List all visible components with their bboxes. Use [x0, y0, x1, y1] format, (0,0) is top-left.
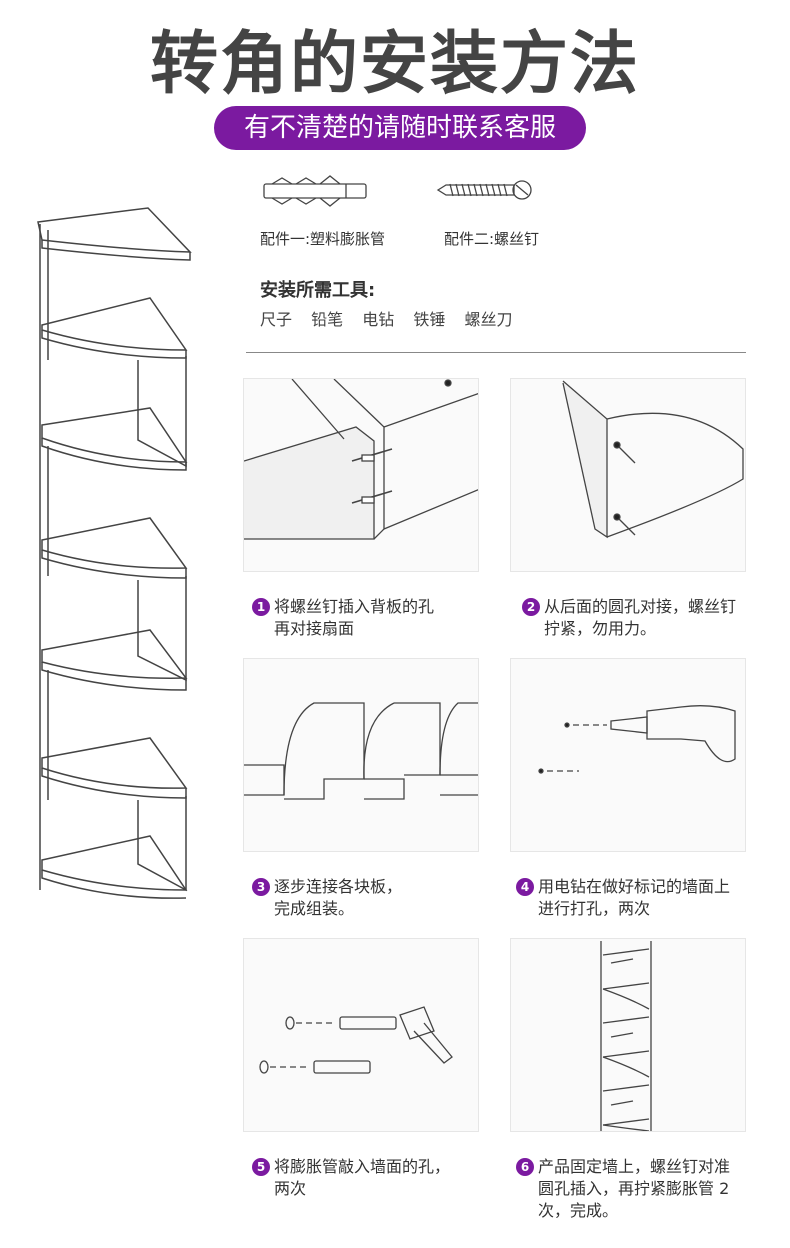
step-4-image [510, 658, 746, 852]
step-3-number: 3 [252, 878, 270, 896]
divider [246, 352, 746, 353]
step-4-number: 4 [516, 878, 534, 896]
tool-hammer: 铁锤 [413, 310, 446, 329]
part-1-label: 配件一:塑料膨胀管 [260, 230, 386, 248]
screw-icon [436, 180, 532, 200]
step-5-number: 5 [252, 1158, 270, 1176]
step-2-number: 2 [522, 598, 540, 616]
tool-drill: 电钻 [362, 310, 395, 329]
part-2-label: 配件二:螺丝钉 [444, 230, 540, 248]
step-6-number: 6 [516, 1158, 534, 1176]
step-5-image [243, 938, 479, 1132]
corner-shelf-illustration [37, 207, 192, 899]
tool-pencil: 铅笔 [311, 310, 344, 329]
step-1-number: 1 [252, 598, 270, 616]
tools-title: 安装所需工具: [260, 280, 376, 301]
step-6-image [510, 938, 746, 1132]
tool-ruler: 尺子 [260, 310, 293, 329]
tool-screwdriver: 螺丝刀 [464, 310, 513, 329]
contact-banner: 有不清楚的请随时联系客服 [214, 106, 586, 150]
anchor-icon [263, 175, 367, 207]
tools-list: 尺子 铅笔 电钻 铁锤 螺丝刀 [260, 306, 526, 330]
step-2-image [510, 378, 746, 572]
step-3-image [243, 658, 479, 852]
step-1-image [243, 378, 479, 572]
page-title: 转角的安装方法 [149, 25, 640, 104]
